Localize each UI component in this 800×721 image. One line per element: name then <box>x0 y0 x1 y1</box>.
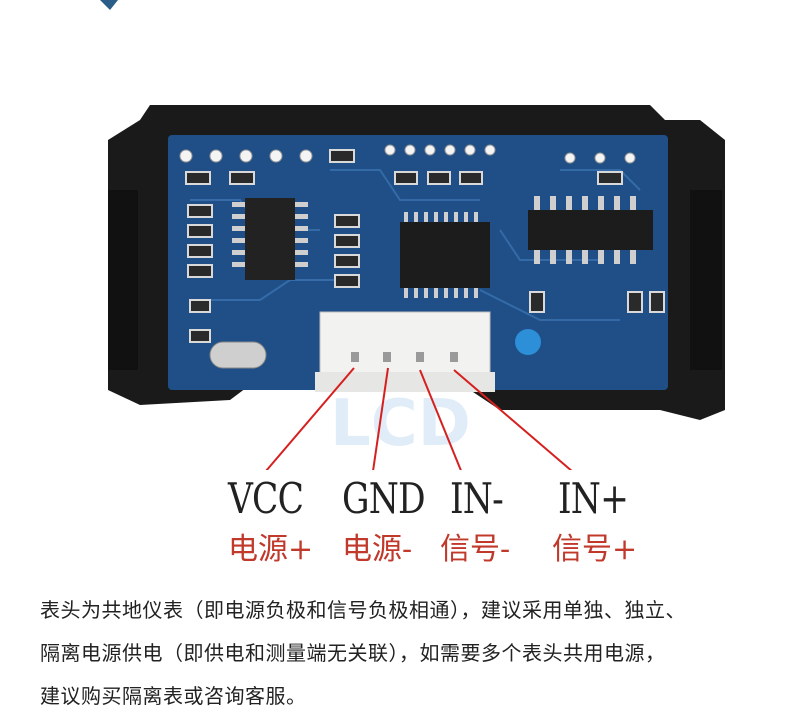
pin-in-minus-desc: 信号- <box>440 532 511 567</box>
pin-in-minus-label: IN- <box>450 474 504 523</box>
pin-in-plus-desc: 信号+ <box>552 532 638 567</box>
pcb-photo: LCD <box>100 0 725 479</box>
note-line-1: 表头为共地仪表（即电源负极和信号负极相通），建议采用单独、独立、 <box>40 598 686 622</box>
note-line-2: 隔离电源供电（即供电和测量端无关联），如需要多个表头共用电源， <box>40 641 666 665</box>
pin-vcc-label: VCC <box>228 474 304 523</box>
svg-text:LCD: LCD <box>330 387 471 461</box>
connector <box>319 311 491 375</box>
pin-gnd-label: GND <box>342 474 426 523</box>
pin-vcc-desc: 电源+ <box>228 532 314 567</box>
note-line-3: 建议购买隔离表或咨询客服。 <box>40 684 307 708</box>
pin-gnd-desc: 电源- <box>342 532 413 567</box>
pin-in-plus-label: IN+ <box>558 474 629 523</box>
